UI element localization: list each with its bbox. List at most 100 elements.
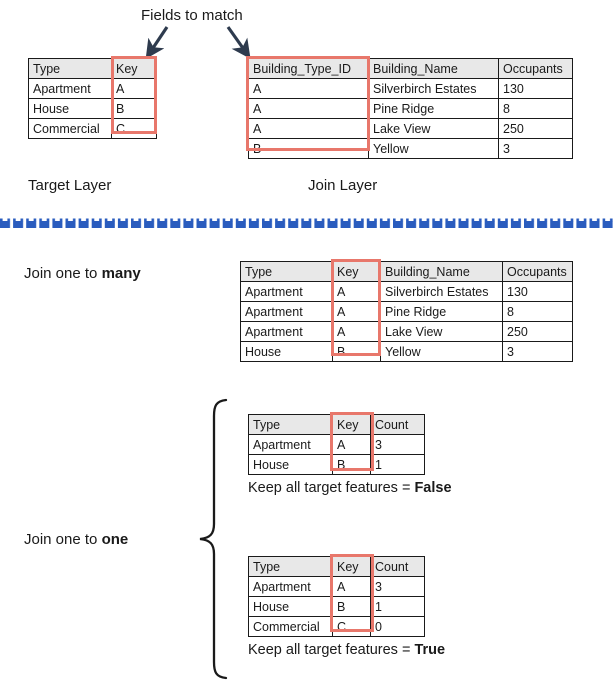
table-cell: A xyxy=(111,78,157,99)
table-cell: B xyxy=(332,341,381,362)
table-row: House B xyxy=(28,98,157,119)
table-cell: Commercial xyxy=(28,118,112,139)
table-cell: Apartment xyxy=(240,281,333,302)
table-cell: A xyxy=(332,576,371,597)
target-layer-caption: Target Layer xyxy=(28,177,112,194)
table-cell: Yellow xyxy=(368,138,499,159)
one-to-one-keep-false-table: Type Key Count Apartment A 3 House B 1 xyxy=(248,414,425,475)
join-one-to-one-emphasis: one xyxy=(101,531,129,548)
table-cell: Apartment xyxy=(240,321,333,342)
table-cell: Apartment xyxy=(248,576,333,597)
table-cell: A xyxy=(332,301,381,322)
column-header: Building_Type_ID xyxy=(248,58,369,79)
table-cell: A xyxy=(248,118,369,139)
table-cell: C xyxy=(332,616,371,637)
table-row: Apartment A Pine Ridge 8 xyxy=(240,301,573,322)
table-row: A Silverbirch Estates 130 xyxy=(248,78,573,99)
column-header: Key xyxy=(332,261,381,282)
table-cell: 8 xyxy=(498,98,573,119)
table-row: B Yellow 3 xyxy=(248,138,573,159)
arrow-down-left-icon xyxy=(145,26,169,59)
table-row: Apartment A 3 xyxy=(248,576,425,597)
one-to-many-result-table: Type Key Building_Name Occupants Apartme… xyxy=(240,261,573,362)
table-cell: House xyxy=(248,596,333,617)
column-header: Occupants xyxy=(502,261,573,282)
keep-all-prefix-true: Keep all target features = xyxy=(248,642,415,658)
table-row: Apartment A 3 xyxy=(248,434,425,455)
column-header: Count xyxy=(370,556,425,577)
table-header-row: Type Key Building_Name Occupants xyxy=(240,261,573,282)
column-header: Type xyxy=(28,58,112,79)
table-cell: B xyxy=(248,138,369,159)
table-cell: Silverbirch Estates xyxy=(368,78,499,99)
table-row: A Lake View 250 xyxy=(248,118,573,139)
fields-to-match-label: Fields to match xyxy=(141,7,243,24)
table-cell: 3 xyxy=(370,576,425,597)
table-cell: A xyxy=(332,281,381,302)
table-row: Apartment A Silverbirch Estates 130 xyxy=(240,281,573,302)
join-one-to-many-emphasis: many xyxy=(101,265,141,282)
table-cell: Pine Ridge xyxy=(380,301,503,322)
table-cell: Yellow xyxy=(380,341,503,362)
table-cell: A xyxy=(332,434,371,455)
table-cell: A xyxy=(332,321,381,342)
table-cell: Apartment xyxy=(248,434,333,455)
keep-all-value-false: False xyxy=(414,480,452,496)
table-row: Apartment A Lake View 250 xyxy=(240,321,573,342)
table-cell: 130 xyxy=(498,78,573,99)
join-one-to-one-prefix: Join one to xyxy=(24,531,102,548)
table-row: House B 1 xyxy=(248,596,425,617)
table-cell: 250 xyxy=(502,321,573,342)
join-layer-caption: Join Layer xyxy=(308,177,378,194)
table-cell: Apartment xyxy=(28,78,112,99)
column-header: Count xyxy=(370,414,425,435)
column-header: Occupants xyxy=(498,58,573,79)
table-header-row: Type Key Count xyxy=(248,414,425,435)
column-header: Building_Name xyxy=(368,58,499,79)
keep-all-value-true: True xyxy=(414,642,446,658)
column-header: Key xyxy=(111,58,157,79)
table-row: Commercial C xyxy=(28,118,157,139)
keep-all-prefix-false: Keep all target features = xyxy=(248,480,415,496)
table-cell: House xyxy=(248,454,333,475)
table-cell: B xyxy=(111,98,157,119)
join-one-to-one-label: Join one to one xyxy=(24,532,128,547)
table-cell: B xyxy=(332,454,371,475)
table-cell: C xyxy=(111,118,157,139)
column-header: Key xyxy=(332,556,371,577)
table-cell: Silverbirch Estates xyxy=(380,281,503,302)
table-cell: 250 xyxy=(498,118,573,139)
table-row: House B 1 xyxy=(248,454,425,475)
table-cell: House xyxy=(28,98,112,119)
table-cell: 1 xyxy=(370,454,425,475)
table-cell: Lake View xyxy=(368,118,499,139)
arrow-down-right-icon xyxy=(226,26,251,59)
table-cell: Lake View xyxy=(380,321,503,342)
one-to-one-keep-true-table: Type Key Count Apartment A 3 House B 1 C… xyxy=(248,556,425,637)
table-row: A Pine Ridge 8 xyxy=(248,98,573,119)
table-row: Commercial C 0 xyxy=(248,616,425,637)
table-row: Apartment A xyxy=(28,78,157,99)
table-cell: B xyxy=(332,596,371,617)
table-cell: Pine Ridge xyxy=(368,98,499,119)
column-header: Key xyxy=(332,414,371,435)
table-header-row: Type Key Count xyxy=(248,556,425,577)
table-cell: 0 xyxy=(370,616,425,637)
table-cell: Commercial xyxy=(248,616,333,637)
table-cell: 3 xyxy=(498,138,573,159)
table-cell: House xyxy=(240,341,333,362)
column-header: Type xyxy=(248,556,333,577)
target-layer-table: Type Key Apartment A House B Commercial … xyxy=(28,58,157,139)
table-cell: Apartment xyxy=(240,301,333,322)
dashed-divider-icon xyxy=(0,218,613,229)
table-header-row: Building_Type_ID Building_Name Occupants xyxy=(248,58,573,79)
join-one-to-many-prefix: Join one to xyxy=(24,265,102,282)
table-header-row: Type Key xyxy=(28,58,157,79)
table-cell: 3 xyxy=(502,341,573,362)
table-row: House B Yellow 3 xyxy=(240,341,573,362)
column-header: Type xyxy=(240,261,333,282)
column-header: Building_Name xyxy=(380,261,503,282)
table-cell: 130 xyxy=(502,281,573,302)
table-cell: 8 xyxy=(502,301,573,322)
